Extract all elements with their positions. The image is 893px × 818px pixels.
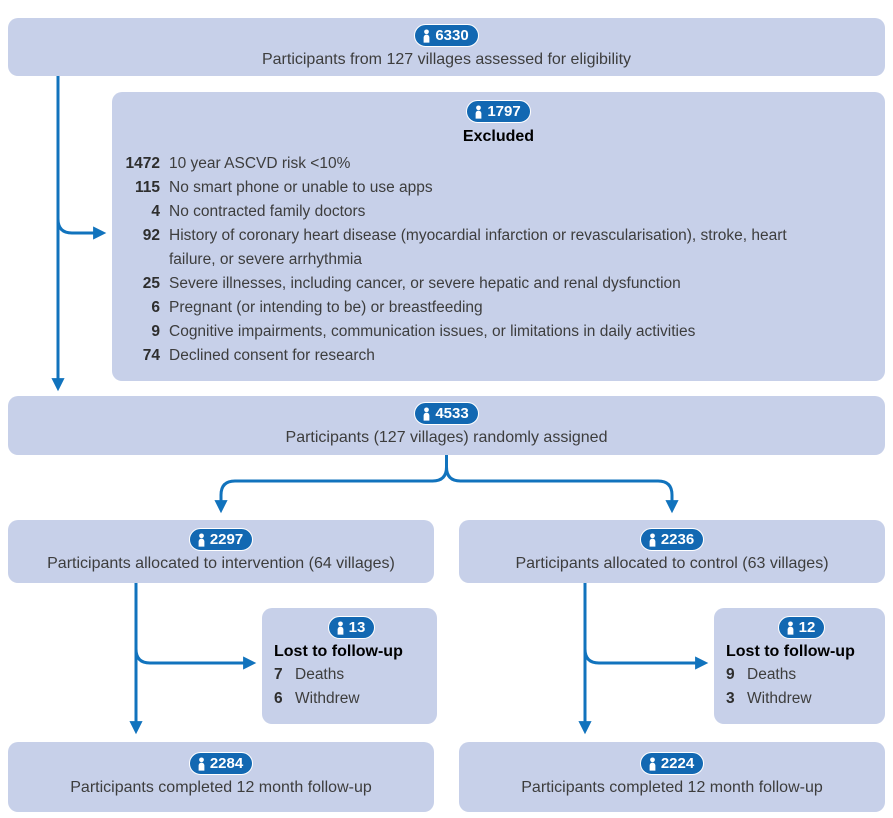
excluded-item-count: 4 [151,202,160,220]
lost-item-count: 6 [274,689,283,707]
excluded-item-reason: Declined consent for research [169,346,375,364]
count-value: 2236 [660,531,695,548]
excluded-box: 1797 Excluded 1472 10 year ASCVD risk <1… [112,92,885,381]
person-icon [649,532,656,547]
excluded-item-count: 9 [151,322,160,340]
excluded-item-reason: History of coronary heart disease (myoca… [169,226,787,268]
lost-item: 3 Withdrew [726,687,877,711]
excluded-list: 1472 10 year ASCVD risk <10% 115 No smar… [112,152,885,368]
lost-item-count: 9 [726,665,735,683]
lost-item-count: 7 [274,665,283,683]
lost-item: 9 Deaths [726,663,877,687]
excluded-item-count: 25 [142,274,160,292]
person-icon [198,532,205,547]
count-value: 2297 [209,531,244,548]
lost-item-reason: Withdrew [295,689,360,707]
count-badge: 2284 [188,752,254,775]
lost-item-count: 3 [726,689,735,707]
arrow-to-lost-intervention [134,648,257,670]
lost-intervention-box: 13 Lost to follow-up 7 Deaths 6 Withdrew [262,608,437,724]
excluded-item: 4 No contracted family doctors [118,200,875,224]
intervention-box: 2297 Participants allocated to intervent… [8,520,434,583]
excluded-item: 74 Declined consent for research [118,344,875,368]
excluded-item-reason: No contracted family doctors [169,202,366,220]
excluded-item-count: 74 [142,346,160,364]
count-badge: 2297 [188,528,254,551]
count-badge: 4533 [414,402,479,425]
count-value: 1797 [487,103,521,120]
person-icon [337,620,344,635]
completed-control-box: 2224 Participants completed 12 month fol… [459,742,885,812]
excluded-item-reason: No smart phone or unable to use apps [169,178,433,196]
lost-item-reason: Withdrew [747,689,812,707]
completed-intervention-text: Participants completed 12 month follow-u… [70,778,372,796]
arrow-to-lost-control [583,648,709,670]
count-value: 2284 [209,755,244,772]
count-value: 2224 [660,755,695,772]
lost-item: 6 Withdrew [274,687,429,711]
count-badge: 1797 [466,100,531,123]
count-badge: 12 [777,616,826,639]
completed-control-text: Participants completed 12 month follow-u… [521,778,823,796]
excluded-item: 25 Severe illnesses, including cancer, o… [118,272,875,296]
person-icon [649,756,656,771]
excluded-item: 6 Pregnant (or intending to be) or breas… [118,296,875,320]
person-icon [475,104,482,119]
excluded-item-reason: Severe illnesses, including cancer, or s… [169,274,681,292]
excluded-item-reason: 10 year ASCVD risk <10% [169,154,351,172]
excluded-item-count: 1472 [125,154,160,172]
randomized-text: Participants (127 villages) randomly ass… [285,428,608,446]
excluded-item-reason: Pregnant (or intending to be) or breastf… [169,298,483,316]
lost-control-box: 12 Lost to follow-up 9 Deaths 3 Withdrew [714,608,885,724]
control-box: 2236 Participants allocated to control (… [459,520,885,583]
lost-item: 7 Deaths [274,663,429,687]
randomized-box: 4533 Participants (127 villages) randoml… [8,396,885,455]
lost-title: Lost to follow-up [274,642,403,660]
person-icon [423,28,430,43]
excluded-item: 115 No smart phone or unable to use apps [118,176,875,200]
count-value: 13 [348,619,366,636]
excluded-title: Excluded [462,127,535,145]
intervention-text: Participants allocated to intervention (… [47,554,395,572]
excluded-item-count: 92 [142,226,160,244]
lost-item-reason: Deaths [747,665,797,683]
arrow-split-to-intervention [214,455,448,514]
excluded-item-count: 115 [134,178,160,196]
count-value: 6330 [435,27,469,44]
count-value: 12 [798,619,816,636]
person-icon [198,756,205,771]
person-icon [787,620,794,635]
count-badge: 2224 [639,752,705,775]
completed-intervention-box: 2284 Participants completed 12 month fol… [8,742,434,812]
person-icon [423,406,430,421]
control-text: Participants allocated to control (63 vi… [515,554,829,572]
excluded-item-count: 6 [151,298,160,316]
excluded-item: 9 Cognitive impairments, communication i… [118,320,875,344]
eligibility-text: Participants from 127 villages assessed … [261,50,632,68]
count-value: 4533 [435,405,469,422]
lost-item-reason: Deaths [295,665,345,683]
eligibility-box: 6330 Participants from 127 villages asse… [8,18,885,76]
count-badge: 2236 [639,528,705,551]
excluded-item: 1472 10 year ASCVD risk <10% [118,152,875,176]
count-badge: 13 [327,616,376,639]
lost-title: Lost to follow-up [726,642,855,660]
count-badge: 6330 [414,24,479,47]
excluded-item: 92 History of coronary heart disease (my… [118,224,875,272]
excluded-item-reason: Cognitive impairments, communication iss… [169,322,696,340]
arrow-to-excluded [56,218,107,240]
arrow-split-to-control [445,455,679,514]
